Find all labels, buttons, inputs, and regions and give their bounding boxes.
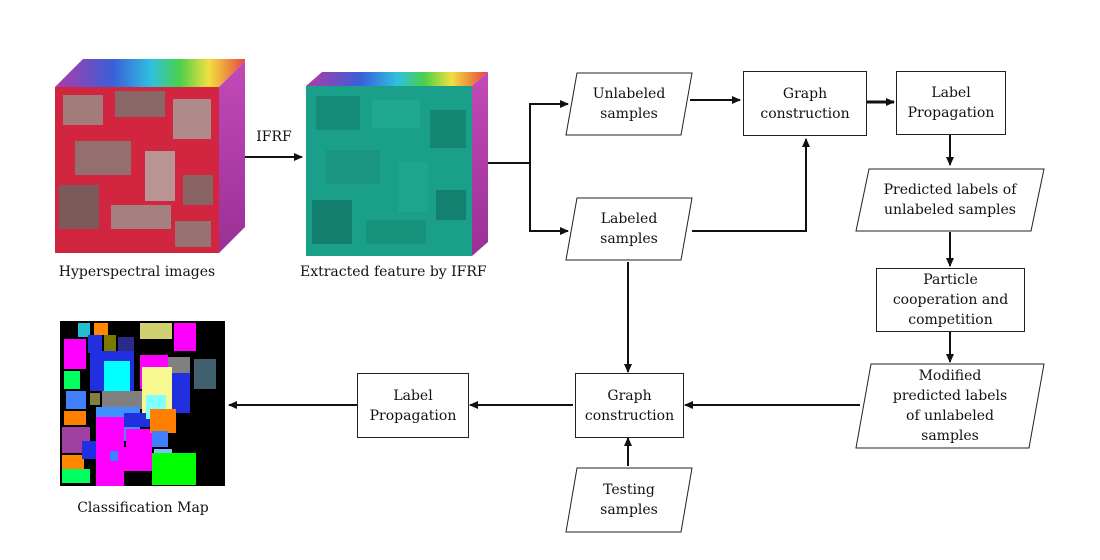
parallelogram-shape: [565, 72, 693, 136]
parallelogram-shape: [565, 197, 693, 261]
unlabeled-samples-label: Unlabeled samples: [592, 86, 666, 122]
classification-map-image: [60, 321, 225, 486]
particle-cooperation-node: Particle cooperation and competition: [876, 268, 1025, 332]
parallelogram-shape: [855, 168, 1045, 232]
parallelogram-shape: [565, 467, 693, 533]
particle-cooperation-label: Particle cooperation and competition: [892, 272, 1009, 328]
unlabeled-samples-node: Unlabeled samples: [565, 72, 693, 136]
graph-construction-bottom-node: Graph construction: [575, 373, 684, 438]
arrow-labeled-to-graph: [692, 138, 810, 232]
label-propagation-bottom-node: Label Propagation: [357, 373, 469, 438]
labeled-samples-label: Labeled samples: [600, 211, 658, 247]
hyperspectral-caption: Hyperspectral images: [58, 264, 216, 280]
classification-caption: Classification Map: [77, 500, 209, 516]
extracted-feature-cube-image: [306, 72, 488, 256]
feature-caption: Extracted feature by IFRF: [300, 264, 487, 280]
predicted-labels-node: Predicted labels of unlabeled samples: [855, 168, 1045, 232]
graph-construction-bottom-label: Graph construction: [584, 387, 675, 424]
label-propagation-bottom-label: Label Propagation: [369, 387, 457, 424]
parallelogram-shape: [855, 363, 1045, 449]
modified-predicted-label: Modified predicted labels of unlabeled s…: [892, 368, 1008, 444]
modified-predicted-node: Modified predicted labels of unlabeled s…: [855, 363, 1045, 449]
arrow-feature-to-labeled: [529, 163, 569, 235]
predicted-labels-label: Predicted labels of unlabeled samples: [883, 182, 1017, 218]
label-propagation-top-node: Label Propagation: [896, 71, 1006, 135]
testing-samples-node: Testing samples: [565, 467, 693, 533]
labeled-samples-node: Labeled samples: [565, 197, 693, 261]
label-propagation-top-label: Label Propagation: [907, 85, 995, 121]
graph-construction-top-label: Graph construction: [760, 85, 850, 122]
arrow-feature-to-unlabeled: [488, 100, 569, 164]
testing-samples-label: Testing samples: [600, 482, 658, 518]
hyperspectral-cube-image: [55, 59, 245, 253]
graph-construction-top-node: Graph construction: [743, 71, 867, 136]
ifrf-edge-label: IFRF: [256, 129, 292, 145]
